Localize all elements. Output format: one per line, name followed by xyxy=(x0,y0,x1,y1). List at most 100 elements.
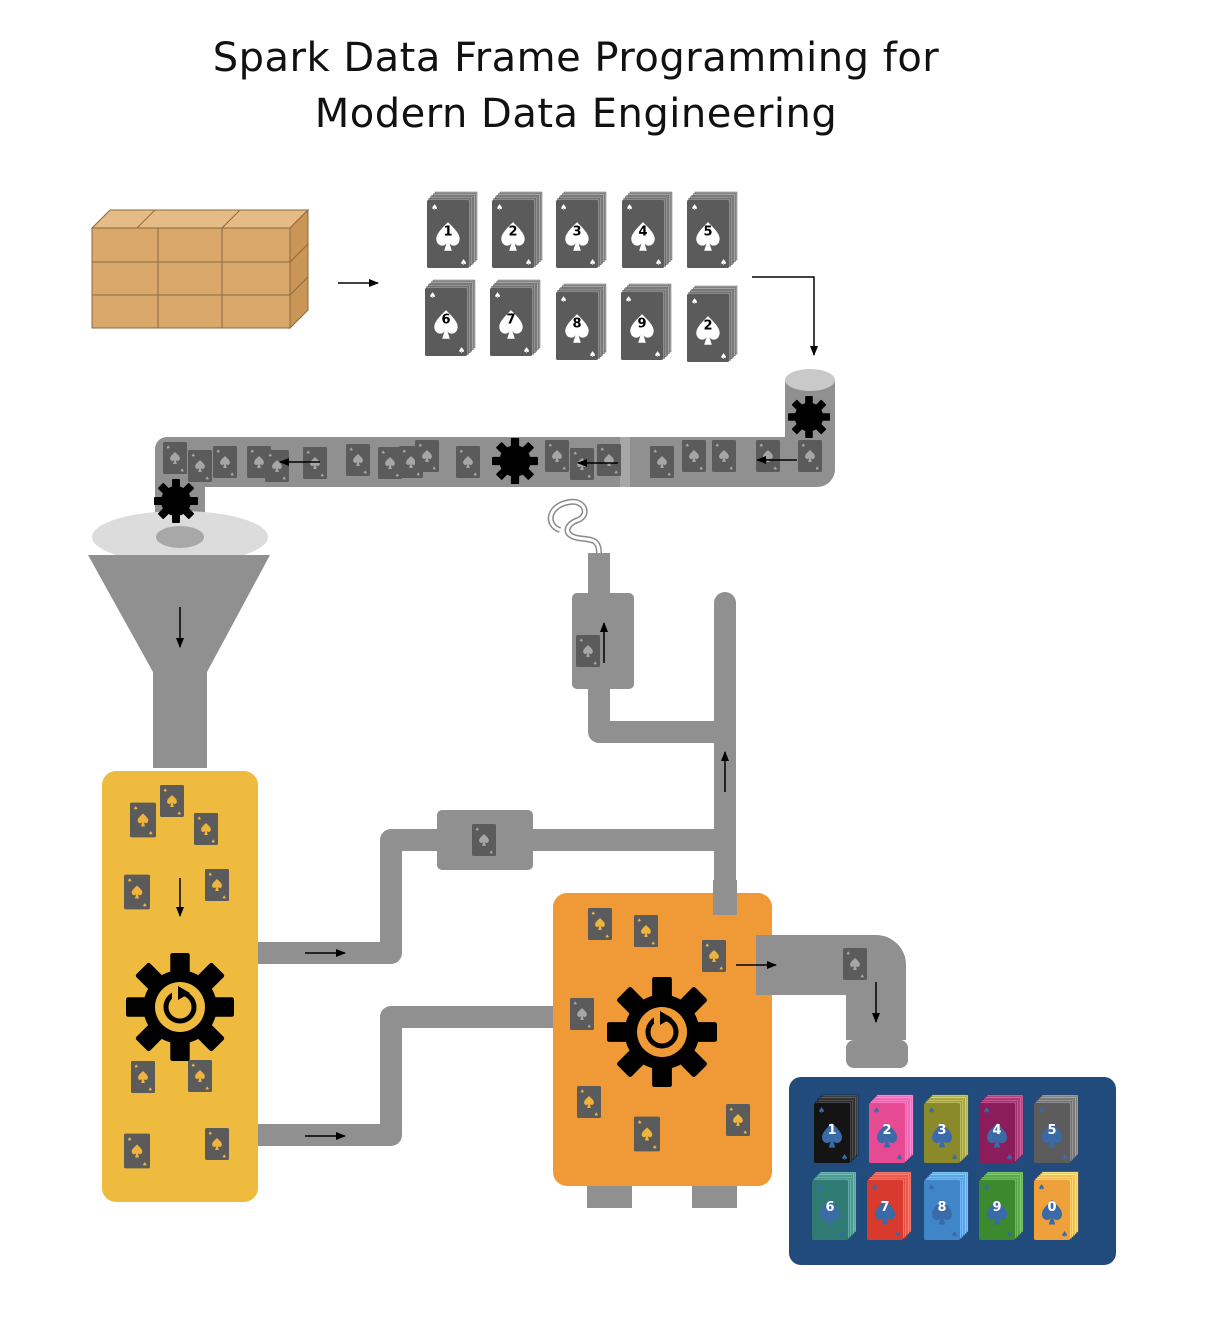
svg-text:♠: ♠ xyxy=(625,295,632,304)
deck-label: 4 xyxy=(992,1123,1001,1138)
card-deck: ♠ ♠ 8 xyxy=(556,283,607,360)
card-deck: ♠ ♠ 5 xyxy=(687,191,738,268)
spade-icon xyxy=(931,1122,953,1148)
title-line-2: Modern Data Engineering xyxy=(314,91,838,137)
spade-icon xyxy=(986,1122,1008,1148)
svg-text:♠: ♠ xyxy=(818,1106,825,1115)
deck-label: 1 xyxy=(443,224,452,239)
svg-text:♠: ♠ xyxy=(525,258,532,267)
card-deck: ♠♠9 xyxy=(621,283,672,360)
svg-text:♠: ♠ xyxy=(873,1106,880,1115)
svg-text:♠: ♠ xyxy=(839,1230,846,1239)
deck-label: 7 xyxy=(880,1200,889,1215)
svg-text:♠: ♠ xyxy=(928,1183,935,1192)
output-decks: ♠♠1♠♠2♠♠3♠♠4♠♠5♠♠6♠♠7♠♠8♠♠9♠♠0 xyxy=(812,1094,1079,1240)
spade-card-icon xyxy=(576,635,600,667)
spade-icon xyxy=(1041,1199,1063,1225)
card-deck: ♠ ♠ 3 xyxy=(556,191,607,268)
box-stack-icon xyxy=(90,208,310,330)
card-deck: ♠♠0 xyxy=(1034,1171,1079,1240)
card-deck: ♠♠4 xyxy=(979,1094,1024,1163)
spade-icon xyxy=(874,1199,896,1225)
svg-text:♠: ♠ xyxy=(589,350,596,359)
card-deck: ♠♠9 xyxy=(979,1171,1024,1240)
spade-icon xyxy=(499,310,523,339)
svg-text:♠: ♠ xyxy=(720,352,727,361)
svg-text:♠: ♠ xyxy=(626,203,633,212)
spade-card-icon xyxy=(843,948,867,980)
deck-label: 2 xyxy=(882,1123,891,1138)
svg-text:♠: ♠ xyxy=(1006,1230,1013,1239)
card-deck: ♠♠6 xyxy=(812,1171,857,1240)
deck-label: 0 xyxy=(1047,1200,1056,1215)
svg-text:♠: ♠ xyxy=(928,1106,935,1115)
spade-icon xyxy=(436,222,460,251)
card-deck: ♠♠2 xyxy=(492,191,543,268)
card-deck: ♠ ♠ 1 xyxy=(427,191,478,268)
spade-icon xyxy=(631,222,655,251)
svg-text:♠: ♠ xyxy=(494,291,501,300)
svg-text:♠: ♠ xyxy=(1061,1153,1068,1162)
gear-icon xyxy=(154,479,198,523)
deck-label: 6 xyxy=(441,312,450,327)
svg-text:♠: ♠ xyxy=(1038,1106,1045,1115)
arrow-icon xyxy=(752,276,818,356)
spade-icon xyxy=(565,314,589,343)
card-deck: ♠♠3 xyxy=(924,1094,969,1163)
svg-text:♠: ♠ xyxy=(841,1153,848,1162)
spade-icon xyxy=(821,1122,843,1148)
gear-icon xyxy=(788,396,830,438)
deck-label: 3 xyxy=(937,1123,946,1138)
card-deck: ♠♠2 xyxy=(869,1094,914,1163)
spade-icon xyxy=(986,1199,1008,1225)
refresh-gear-icon xyxy=(126,953,234,1061)
svg-text:♠: ♠ xyxy=(691,203,698,212)
svg-text:♠: ♠ xyxy=(589,258,596,267)
spade-icon xyxy=(931,1199,953,1225)
svg-text:♠: ♠ xyxy=(720,258,727,267)
card-deck: ♠♠7 xyxy=(867,1171,912,1240)
spade-icon xyxy=(819,1199,841,1225)
deck-label: 3 xyxy=(572,224,581,239)
svg-text:♠: ♠ xyxy=(951,1230,958,1239)
spade-icon xyxy=(696,222,720,251)
svg-text:♠: ♠ xyxy=(983,1106,990,1115)
spade-icon xyxy=(876,1122,898,1148)
svg-text:♠: ♠ xyxy=(460,258,467,267)
svg-text:♠: ♠ xyxy=(523,346,530,355)
title-block: Spark Data Frame Programming for Modern … xyxy=(0,30,1152,142)
spade-icon xyxy=(1041,1122,1063,1148)
svg-text:♠: ♠ xyxy=(431,203,438,212)
svg-text:♠: ♠ xyxy=(1038,1183,1045,1192)
svg-text:♠: ♠ xyxy=(1061,1230,1068,1239)
deck-label: 4 xyxy=(638,224,647,239)
deck-label: 1 xyxy=(827,1123,836,1138)
card-deck: ♠ ♠ 7 xyxy=(490,279,541,356)
svg-text:♠: ♠ xyxy=(894,1230,901,1239)
deck-label: 8 xyxy=(572,316,581,331)
svg-text:♠: ♠ xyxy=(691,297,698,306)
svg-text:♠: ♠ xyxy=(655,258,662,267)
svg-text:♠: ♠ xyxy=(654,350,661,359)
svg-text:♠: ♠ xyxy=(871,1183,878,1192)
deck-label: 5 xyxy=(703,224,712,239)
spade-icon xyxy=(696,316,720,345)
deck-label: 2 xyxy=(703,318,712,333)
svg-text:♠: ♠ xyxy=(983,1183,990,1192)
svg-text:♠: ♠ xyxy=(816,1183,823,1192)
deck-label: 7 xyxy=(506,312,515,327)
svg-text:♠: ♠ xyxy=(560,295,567,304)
svg-text:♠: ♠ xyxy=(560,203,567,212)
spade-icon xyxy=(565,222,589,251)
card-deck: ♠♠8 xyxy=(924,1171,969,1240)
svg-text:♠: ♠ xyxy=(896,1153,903,1162)
card-deck: ♠ ♠ 4 xyxy=(622,191,673,268)
svg-text:♠: ♠ xyxy=(496,203,503,212)
card-deck: ♠ ♠ 2 xyxy=(687,285,738,362)
card-deck: ♠♠6 xyxy=(425,279,476,356)
gear-icon xyxy=(492,438,538,484)
refresh-gear-icon xyxy=(607,977,717,1087)
spade-icon xyxy=(630,314,654,343)
spade-card-icon xyxy=(472,824,496,856)
